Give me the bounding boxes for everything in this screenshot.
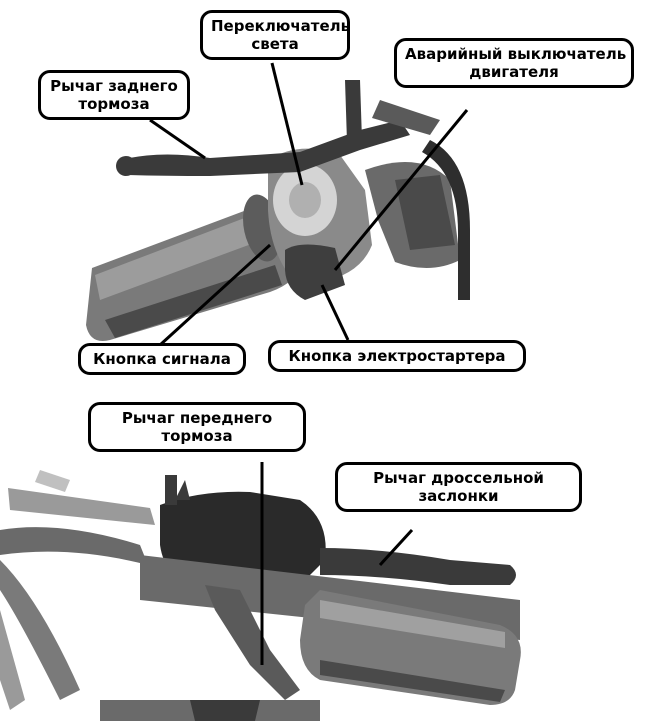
emergency-switch-label-line-1: Аварийный выключатель xyxy=(405,45,623,63)
throttle-lever-callout: Рычаг дроссельной заслонки xyxy=(335,462,582,512)
front-brake-lever-label-line-1: Рычаг переднего xyxy=(99,409,295,427)
light-switch-label-line-2: света xyxy=(211,35,339,53)
light-switch-label-line-1: Переключатель xyxy=(211,17,339,35)
front-brake-lever-label-line-2: тормоза xyxy=(99,427,295,445)
rear-brake-lever-callout: Рычаг заднего тормоза xyxy=(38,70,190,120)
rear-brake-lever-label-line-2: тормоза xyxy=(49,95,179,113)
front-brake-lever-callout: Рычаг переднего тормоза xyxy=(88,402,306,452)
starter-button-label: Кнопка электростартера xyxy=(279,347,515,365)
light-switch-callout: Переключатель света xyxy=(200,10,350,60)
emergency-switch-callout: Аварийный выключатель двигателя xyxy=(394,38,634,88)
rear-brake-lever-label-line-1: Рычаг заднего xyxy=(49,77,179,95)
horn-button-label: Кнопка сигнала xyxy=(89,350,235,368)
throttle-lever-label-line-1: Рычаг дроссельной xyxy=(346,469,571,487)
emergency-switch-label-line-2: двигателя xyxy=(405,63,623,81)
throttle-lever-label-line-2: заслонки xyxy=(346,487,571,505)
horn-button-callout: Кнопка сигнала xyxy=(78,343,246,375)
starter-button-callout: Кнопка электростартера xyxy=(268,340,526,372)
